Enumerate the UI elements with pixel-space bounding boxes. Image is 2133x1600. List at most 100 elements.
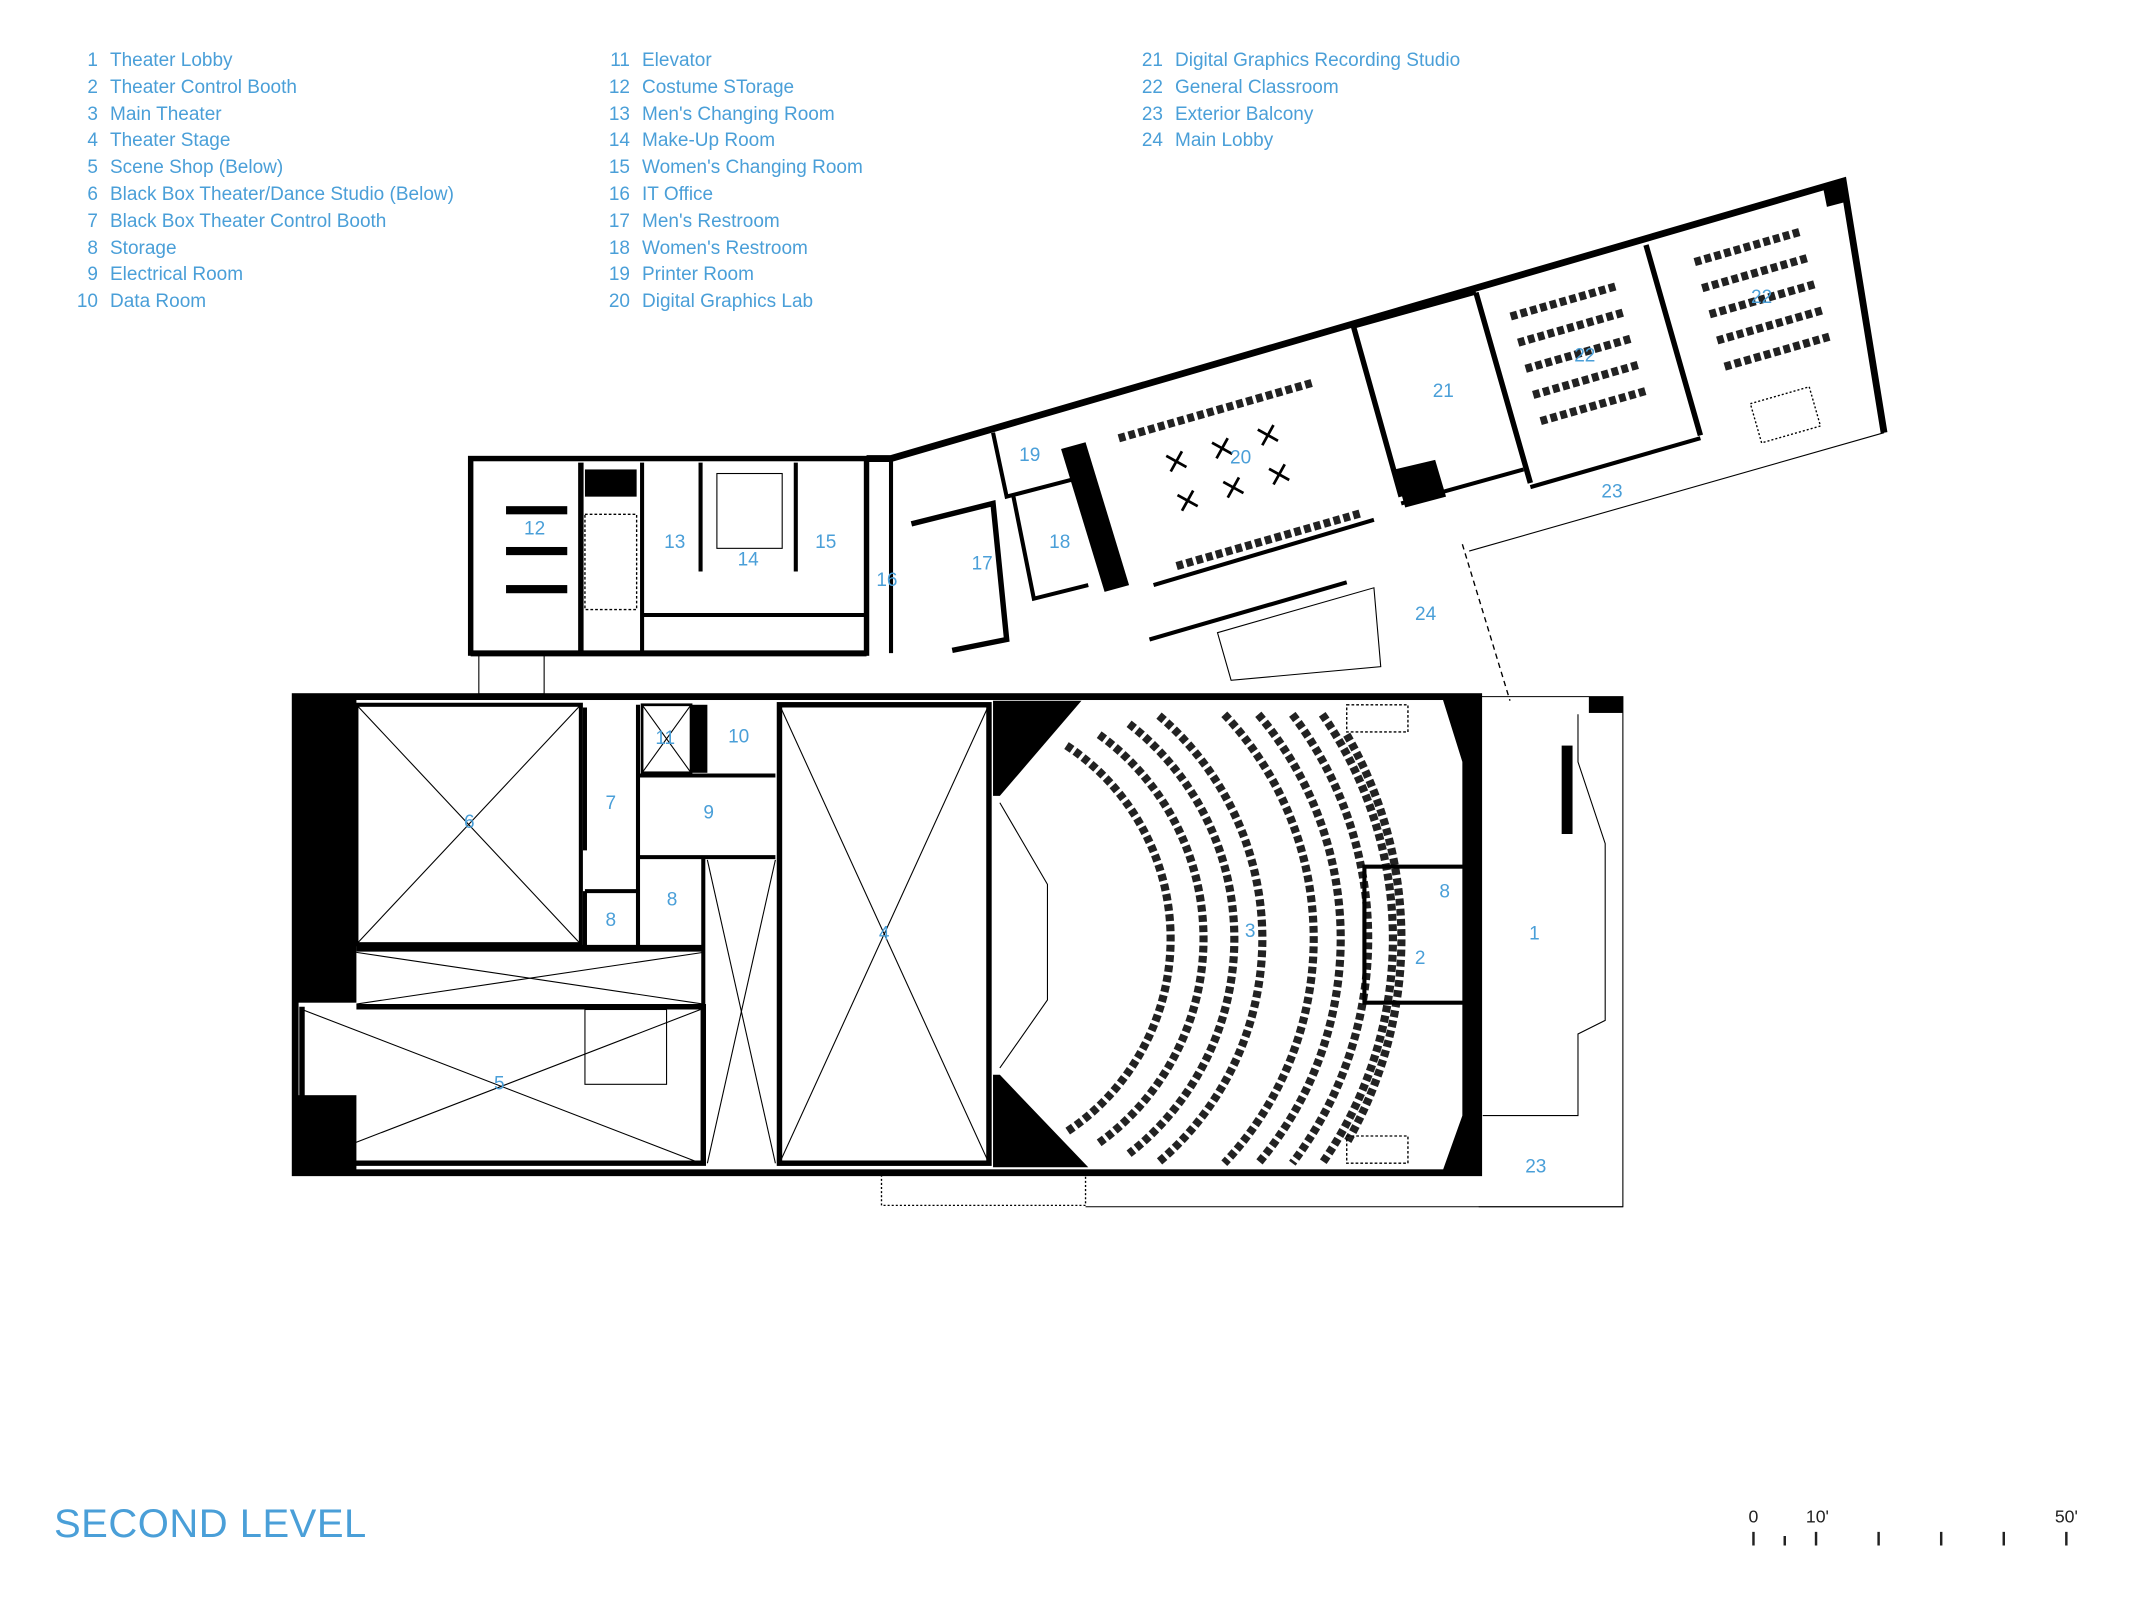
legend-label: Main Theater (110, 103, 222, 125)
room-label-21: 21 (1433, 381, 1454, 402)
legend-number: 9 (87, 264, 98, 286)
legend-item: 18 Women's Restroom (592, 236, 863, 263)
legend-label: Men's Changing Room (642, 103, 835, 125)
room-labels: 1 2 3 4 5 6 7 8 8 8 9 10 11 12 13 14 15 … (464, 287, 1772, 1177)
scene-shop-room (299, 1004, 707, 1166)
legend-number: 23 (1141, 103, 1163, 125)
legend-number: 4 (87, 130, 98, 152)
legend-item: 4 Theater Stage (60, 128, 454, 155)
legend-number: 16 (608, 183, 630, 205)
legend-label: Women's Restroom (642, 237, 808, 259)
room-label-22: 22 (1751, 287, 1772, 308)
legend-number: 22 (1141, 76, 1163, 98)
legend-label: Elevator (642, 50, 712, 71)
legend-number: 20 (608, 291, 630, 313)
legend-item: 20 Digital Graphics Lab (592, 289, 863, 316)
room-label-13: 13 (664, 532, 685, 553)
legend-column-2: 11 Elevator 12 Costume STorage 13 Men's Cha… (592, 48, 863, 316)
legend-label: Digital Graphics Recording Studio (1175, 50, 1461, 71)
room-label-1: 1 (1529, 924, 1540, 945)
legend-item: 2 Theater Control Booth (60, 75, 454, 102)
scale-label-50: 50' (2055, 1506, 2078, 1526)
scale-label-0: 0 (1749, 1506, 1759, 1526)
room-label-4: 4 (879, 924, 890, 945)
legend-label: Make-Up Room (642, 130, 776, 152)
room-label-15: 15 (815, 532, 836, 553)
legend-label: Women's Changing Room (642, 157, 863, 179)
room-label-16: 16 (876, 570, 897, 591)
legend-label: Theater Lobby (110, 50, 233, 71)
legend-number: 5 (87, 157, 98, 179)
legend-item: 3 Main Theater (60, 102, 454, 129)
room-label-23: 23 (1601, 482, 1622, 503)
legend-number: 13 (608, 103, 630, 125)
room-label-17: 17 (972, 554, 993, 575)
classroom-wing (866, 176, 1888, 701)
room-label-12: 12 (524, 518, 545, 539)
legend-item: 22 General Classroom (1125, 75, 1460, 102)
room-label-19: 19 (1019, 445, 1040, 466)
legend-label: Black Box Theater Control Booth (110, 210, 387, 232)
classroom-desks (1509, 282, 1647, 426)
room-label-3: 3 (1245, 921, 1256, 942)
room-label-5: 5 (494, 1073, 505, 1094)
legend-number: 21 (1141, 50, 1163, 71)
legend-column-3: 21 Digital Graphics Recording Studio 22 Ge… (1125, 48, 1460, 155)
upper-service-block (467, 455, 870, 695)
legend-label: Data Room (110, 291, 207, 313)
legend-item: 19 Printer Room (592, 262, 863, 289)
room-label-6: 6 (464, 812, 475, 833)
room-label-8: 8 (1439, 882, 1450, 903)
legend-label: Main Lobby (1175, 130, 1274, 152)
legend-label: Printer Room (642, 264, 754, 286)
legend-item: 24 Main Lobby (1125, 128, 1460, 155)
legend-number: 14 (608, 130, 630, 152)
legend-label: Men's Restroom (642, 210, 780, 232)
room-label-22: 22 (1574, 346, 1595, 367)
legend-item: 11 Elevator (592, 48, 863, 75)
legend-label: Theater Control Booth (110, 76, 297, 98)
legend-number: 11 (610, 50, 630, 71)
legend-label: Scene Shop (Below) (110, 157, 284, 179)
level-title: SECOND LEVEL (54, 1502, 367, 1546)
room-label-11: 11 (655, 728, 675, 749)
legend-number: 2 (87, 76, 98, 98)
theater-stage-room (776, 702, 992, 1166)
room-label-8: 8 (605, 910, 616, 931)
legend-label: General Classroom (1175, 76, 1339, 98)
legend-number: 18 (608, 237, 630, 259)
room-label-2: 2 (1415, 948, 1426, 969)
legend-item: 16 IT Office (592, 182, 863, 209)
legend-item: 9 Electrical Room (60, 262, 454, 289)
legend-item: 14 Make-Up Room (592, 128, 863, 155)
room-label-10: 10 (728, 726, 749, 747)
scale-bar: 0 10' 50' (1749, 1506, 2078, 1546)
legend-item: 13 Men's Changing Room (592, 102, 863, 129)
room-label-14: 14 (738, 550, 760, 571)
legend-label: Digital Graphics Lab (642, 291, 814, 313)
legend-label: Black Box Theater/Dance Studio (Below) (110, 183, 454, 205)
legend-number: 12 (608, 76, 630, 98)
legend-label: Electrical Room (110, 264, 244, 286)
room-label-9: 9 (703, 803, 714, 824)
legend-label: Costume STorage (642, 76, 795, 98)
room-label-20: 20 (1230, 448, 1251, 469)
room-label-24: 24 (1415, 604, 1437, 625)
legend-label: Theater Stage (110, 130, 231, 152)
legend-label: IT Office (642, 183, 714, 205)
legend-number: 19 (608, 264, 630, 286)
legend-item: 21 Digital Graphics Recording Studio (1125, 48, 1460, 75)
legend-number: 3 (87, 103, 98, 125)
black-box-theater-room (354, 702, 583, 947)
legend-number: 8 (87, 237, 98, 259)
legend-number: 24 (1141, 130, 1163, 152)
room-label-8: 8 (667, 890, 678, 911)
